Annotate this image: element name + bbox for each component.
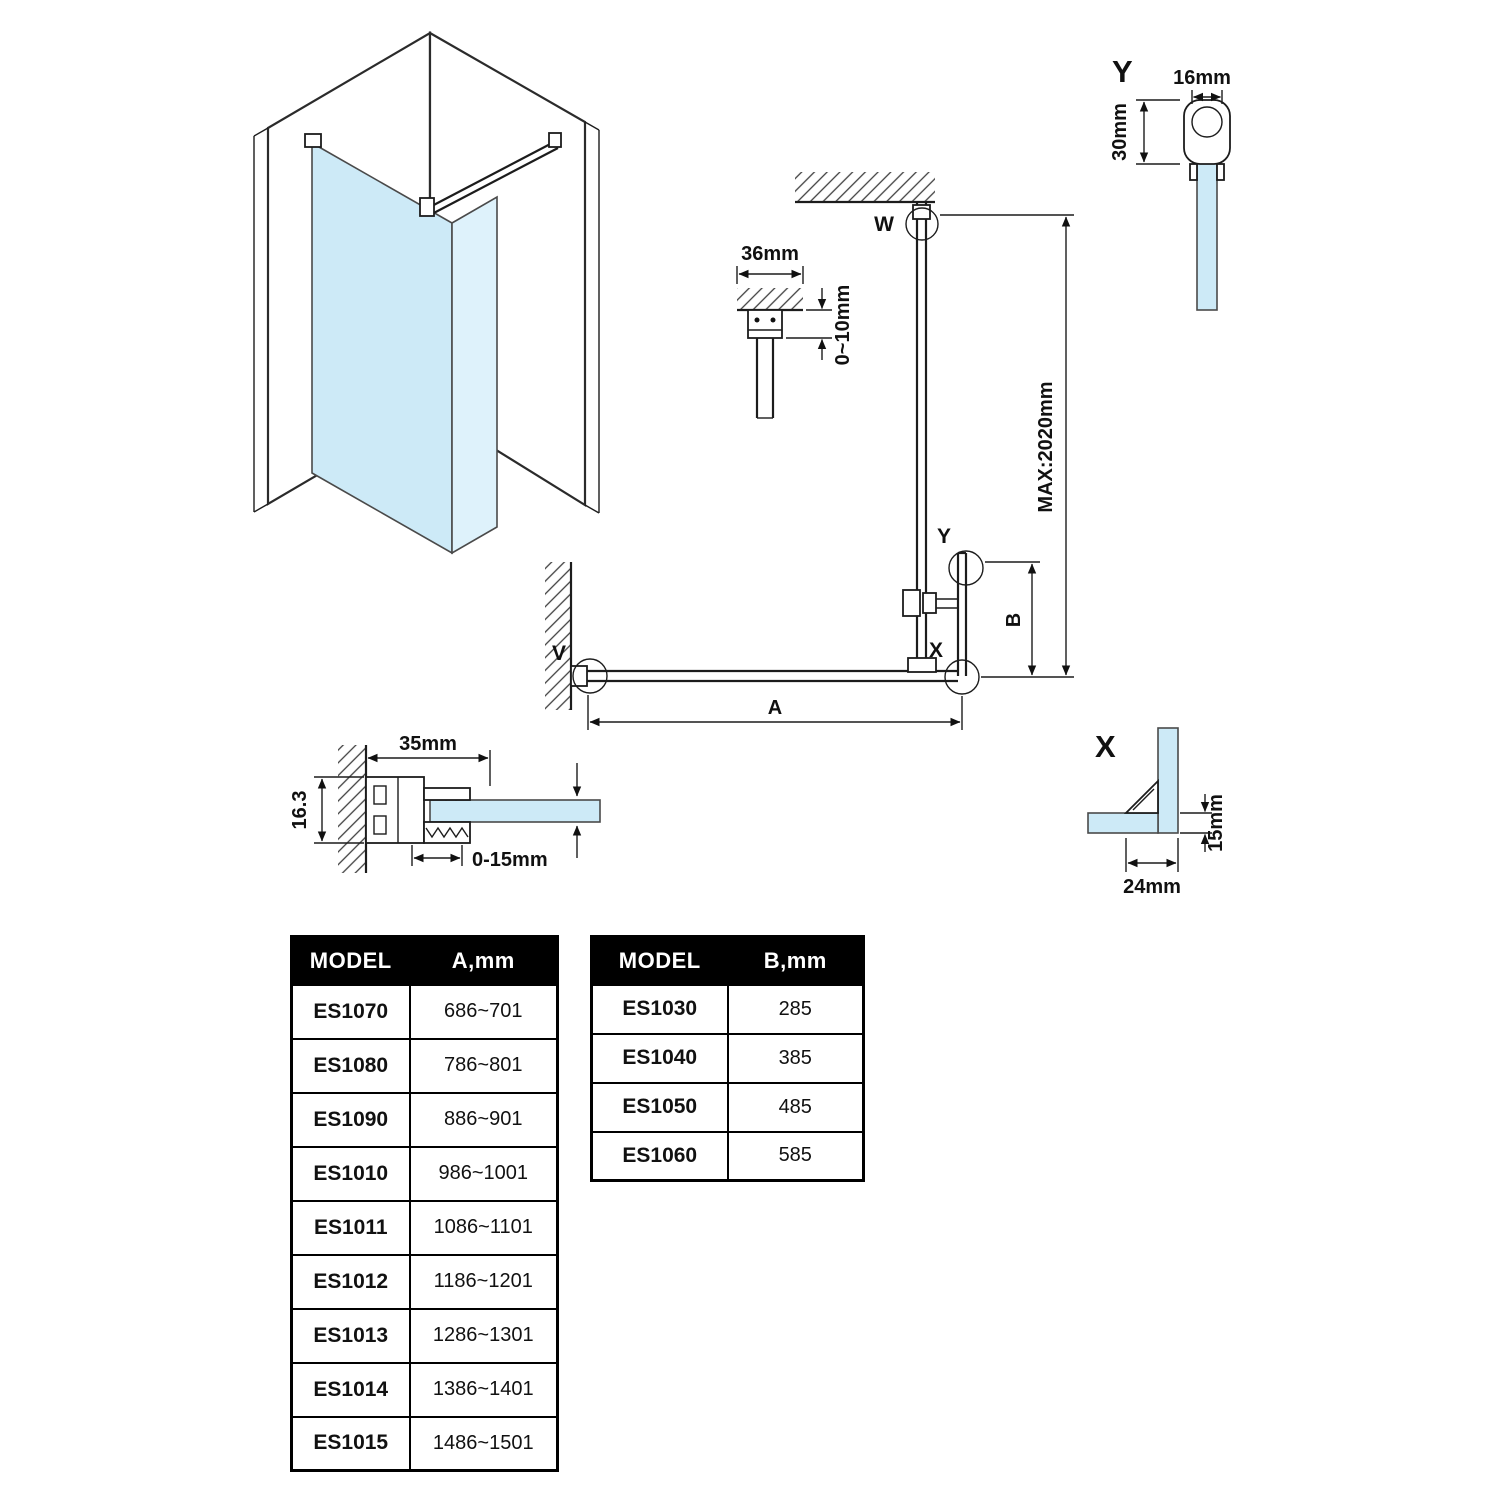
detail-y: Y 16mm 30mm [1109, 54, 1231, 311]
dim-0-15mm-label: 0-15mm [472, 849, 548, 871]
ceiling-hatch [795, 172, 935, 202]
table-header-cell: MODEL [590, 935, 729, 986]
front-elevation: W 36mm 0~10mm [545, 172, 1074, 730]
value-cell: 1286~1301 [408, 1307, 559, 1364]
value-cell: 1186~1201 [408, 1253, 559, 1310]
table-header-cell: B,mm [726, 935, 865, 986]
detail-x-title: X [1095, 729, 1116, 764]
glass-top-clamp [304, 133, 322, 148]
corner-profile [1123, 778, 1159, 814]
value-cell: 385 [726, 1032, 865, 1084]
profile-clamp-top [423, 787, 471, 801]
model-cell: ES1011 [290, 1199, 411, 1256]
dim-max-label: MAX:2020mm [1035, 381, 1057, 512]
value-cell: 1086~1101 [408, 1199, 559, 1256]
return-glass-panel [451, 195, 498, 555]
section-wall-hatch [338, 745, 366, 873]
value-cell: 1386~1401 [408, 1361, 559, 1418]
pole-foot-bracket [907, 657, 937, 673]
dim-30mm-label: 30mm [1109, 103, 1131, 161]
ceiling-mount-inset: 36mm 0~10mm [736, 243, 854, 419]
marker-v-label: V [552, 642, 566, 665]
model-cell: ES1070 [290, 983, 411, 1040]
dim-15mm-label: 15mm [1205, 794, 1227, 852]
table-header-cell: MODEL [290, 935, 411, 986]
model-cell: ES1090 [290, 1091, 411, 1148]
wall-hatch [545, 562, 571, 710]
bar-wall-bracket [548, 132, 562, 148]
value-cell: 986~1001 [408, 1145, 559, 1202]
dim-0-10mm-label: 0~10mm [832, 285, 854, 366]
inset-bracket [747, 309, 783, 339]
detail-circle-x [944, 659, 980, 695]
bar-glass-bracket [419, 197, 435, 217]
technical-diagram: W 36mm 0~10mm [253, 31, 1231, 898]
detail-circle-w [905, 207, 939, 241]
dim-24mm-label: 24mm [1123, 876, 1181, 898]
value-cell: 285 [726, 983, 865, 1035]
value-cell: 886~901 [408, 1091, 559, 1148]
detail-x: X 15mm 24mm [1087, 727, 1227, 898]
model-cell: ES1080 [290, 1037, 411, 1094]
model-cell: ES1030 [590, 983, 729, 1035]
model-cell: ES1013 [290, 1307, 411, 1364]
wall-profile-body [365, 776, 425, 844]
wall-profile-end [570, 665, 588, 687]
section-glass [429, 799, 601, 823]
dim-36mm-label: 36mm [741, 243, 799, 265]
dim-16mm-label: 16mm [1173, 67, 1231, 89]
support-bar [427, 140, 557, 209]
model-cell: ES1014 [290, 1361, 411, 1418]
model-cell: ES1040 [590, 1032, 729, 1084]
detail-y-glass [1196, 157, 1218, 311]
inset-hatch [737, 288, 803, 310]
value-cell: 485 [726, 1081, 865, 1133]
dim-b-label: B [1003, 613, 1025, 627]
pole-clamp-b [922, 592, 937, 614]
value-cell: 786~801 [408, 1037, 559, 1094]
value-cell: 686~701 [408, 983, 559, 1040]
model-cell: ES1050 [590, 1081, 729, 1133]
detail-x-glass-horizontal [1087, 812, 1159, 834]
isometric-view [253, 31, 600, 555]
model-cell: ES1060 [590, 1130, 729, 1182]
dim-16-3-label: 16.3 [289, 791, 311, 830]
model-cell: ES1012 [290, 1253, 411, 1310]
model-cell: ES1010 [290, 1145, 411, 1202]
pole-clamp-a [902, 589, 921, 617]
detail-circle-v [572, 658, 608, 694]
value-cell: 1486~1501 [408, 1415, 559, 1472]
model-cell: ES1015 [290, 1415, 411, 1472]
dim-35mm-label: 35mm [399, 733, 457, 755]
detail-x-glass-vertical [1157, 727, 1179, 834]
value-cell: 585 [726, 1130, 865, 1182]
detail-y-title: Y [1112, 54, 1133, 89]
dim-a-label: A [768, 697, 782, 719]
marker-y-label: Y [937, 525, 951, 548]
detail-circle-y [948, 550, 984, 586]
marker-w-label: W [874, 213, 894, 236]
detail-y-clamp [1183, 99, 1231, 165]
wall-profile-section: 16.3 35mm 0-15mm [289, 733, 601, 873]
marker-x-label: X [929, 639, 943, 662]
table-header-cell: A,mm [408, 935, 559, 986]
ceiling-bracket [912, 204, 931, 220]
